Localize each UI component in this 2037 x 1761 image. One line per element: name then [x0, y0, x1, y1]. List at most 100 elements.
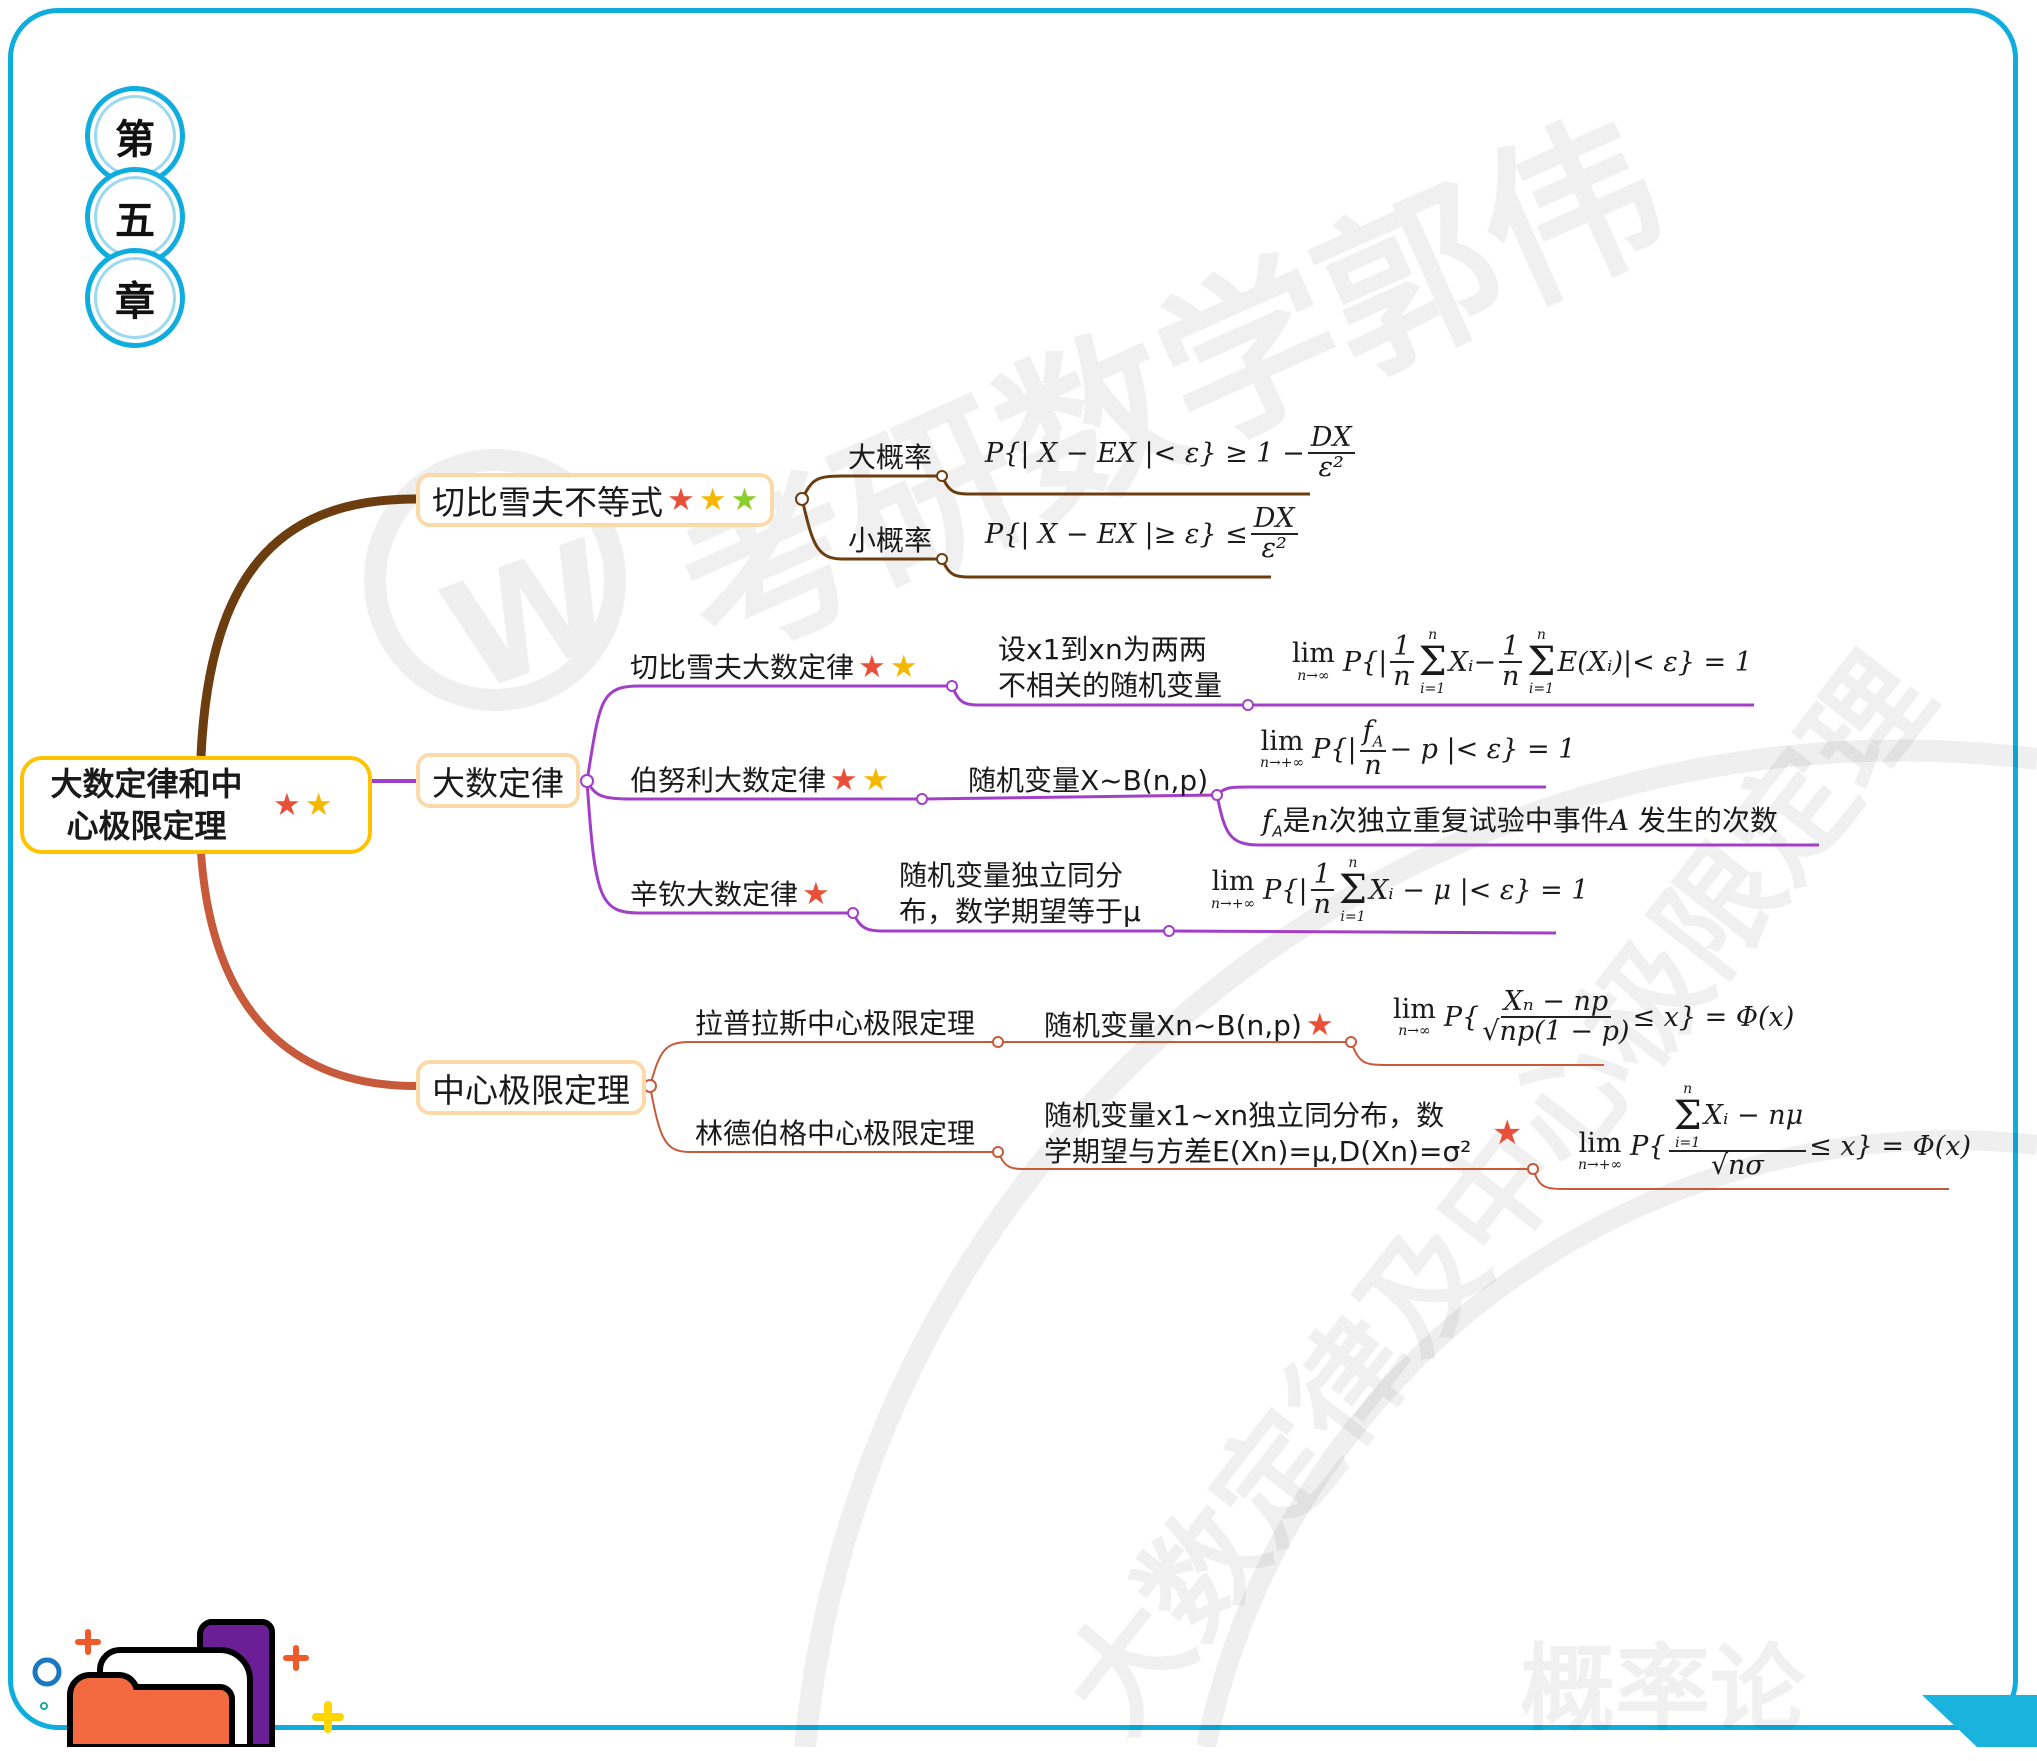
- node-small-probability[interactable]: 小概率: [848, 524, 933, 557]
- sum-bottom: i=1: [1420, 681, 1446, 697]
- node-lindeberg-condition[interactable]: 随机变量x1~xn独立同分布，数 学期望与方差E(Xn)=μ,D(Xn)=σ²: [1044, 1098, 1471, 1170]
- root-node[interactable]: 大数定律和中心极限定理 ★★: [20, 756, 372, 854]
- sum-bottom: i=1: [1528, 681, 1554, 697]
- condition-line: 随机变量x1~xn独立同分布，数: [1044, 1099, 1445, 1132]
- lim-text: lim: [1211, 866, 1255, 898]
- numerator-sub: A: [1372, 732, 1384, 751]
- formula-text: P{| X − EX |< ε} ≥ 1 −: [985, 437, 1305, 469]
- denominator: ε²: [1318, 452, 1344, 484]
- star-red-icon: ★: [667, 481, 695, 518]
- chapter-badge: 章: [85, 248, 185, 348]
- sum-bottom: i=1: [1675, 1135, 1701, 1151]
- numerator: DX: [1250, 504, 1298, 536]
- lim-sub: n→+∞: [1578, 1157, 1623, 1174]
- denominator: n: [1393, 661, 1411, 692]
- node-khinchin-condition[interactable]: 随机变量独立同分 布，数学期望等于μ: [899, 858, 1141, 930]
- root-label: 大数定律和中心极限定理: [24, 763, 269, 847]
- node-bernoulli-note[interactable]: fA是n次独立重复试验中事件A 发生的次数: [1262, 803, 1778, 850]
- node-big-probability[interactable]: 大概率: [848, 441, 933, 474]
- condition-line: 不相关的随机变量: [998, 669, 1223, 702]
- note-text: 次独立重复试验中事件: [1328, 804, 1609, 837]
- formula-text: P{|: [1263, 874, 1308, 906]
- denominator: n: [1501, 661, 1520, 692]
- formula-text: P{| X − EX |≥ ε} ≤: [985, 518, 1248, 550]
- condition-line: 布，数学期望等于μ: [899, 895, 1141, 928]
- note-fsub: A: [1272, 822, 1283, 841]
- sum-bottom: i=1: [1340, 909, 1366, 925]
- corner-triangle: [1922, 1695, 2037, 1747]
- note-text: 是: [1282, 804, 1311, 837]
- node-chebyshev-lln[interactable]: 切比雪夫大数定律★★: [630, 650, 918, 686]
- formula-text: P{: [1443, 1001, 1480, 1033]
- fraction: Xₙ − np√np(1 − p): [1482, 987, 1629, 1047]
- sum-top: n: [1683, 1081, 1693, 1097]
- node-label: 伯努利大数定律: [630, 764, 827, 797]
- node-central-limit-theorem[interactable]: 中心极限定理: [416, 1060, 646, 1115]
- numerator: Xₙ − np: [1500, 987, 1612, 1019]
- sum-top: n: [1348, 855, 1358, 871]
- lim-text: lim: [1578, 1127, 1622, 1159]
- denominator: √nσ: [1710, 1150, 1764, 1181]
- node-bernoulli-lln[interactable]: 伯努利大数定律★★: [630, 763, 890, 799]
- node-laplace-clt[interactable]: 拉普拉斯中心极限定理: [695, 1007, 976, 1040]
- numerator: 1: [1499, 632, 1523, 663]
- note-f: f: [1262, 804, 1273, 837]
- condition-text: 随机变量Xn~B(n,p): [1044, 1009, 1302, 1042]
- star-yellow-icon: ★: [889, 649, 918, 685]
- node-law-of-large-numbers[interactable]: 大数定律: [416, 753, 580, 808]
- formula-text: P{: [1630, 1130, 1666, 1162]
- star-red-icon: ★: [802, 876, 830, 912]
- numerator: 1: [1390, 632, 1414, 663]
- node-chebyshev-condition[interactable]: 设x1到xn为两两 不相关的随机变量: [998, 632, 1222, 704]
- note-text: 发生的次数: [1628, 804, 1778, 837]
- formula-text: ≤ x} = Φ(x): [1809, 1130, 1972, 1162]
- node-chebyshev-inequality[interactable]: 切比雪夫不等式 ★★★: [416, 473, 775, 527]
- formula-text: −: [1473, 646, 1497, 678]
- note-a: A: [1608, 804, 1629, 837]
- denominator: n: [1364, 750, 1382, 782]
- note-n: n: [1310, 804, 1329, 837]
- sigma: Σ: [1338, 867, 1368, 913]
- lim-sub: n→∞: [1297, 668, 1330, 685]
- star-red-icon: ★: [273, 786, 301, 823]
- numerator: fA: [1359, 717, 1387, 753]
- lim-text: lim: [1260, 725, 1304, 757]
- numerator-text: Xᵢ − nμ: [1703, 1099, 1804, 1131]
- node-lindeberg-clt[interactable]: 林德伯格中心极限定理: [695, 1117, 976, 1150]
- node-bernoulli-condition[interactable]: 随机变量X~B(n,p): [968, 764, 1209, 797]
- node-label: 大数定律: [432, 763, 564, 803]
- star-red-icon: ★: [1305, 1007, 1334, 1043]
- star-red-icon: ★: [858, 649, 886, 685]
- node-laplace-condition[interactable]: 随机变量Xn~B(n,p)★: [1044, 1008, 1334, 1044]
- star-red-icon: ★: [830, 762, 858, 798]
- lim-text: lim: [1292, 638, 1335, 670]
- sigma: Σ: [1673, 1093, 1702, 1139]
- denominator: ε²: [1261, 533, 1287, 565]
- condition-line: 学期望与方差E(Xn)=μ,D(Xn)=σ²: [1044, 1135, 1472, 1168]
- node-khinchin-lln[interactable]: 辛钦大数定律★: [630, 877, 830, 913]
- star-yellow-icon: ★: [698, 481, 727, 518]
